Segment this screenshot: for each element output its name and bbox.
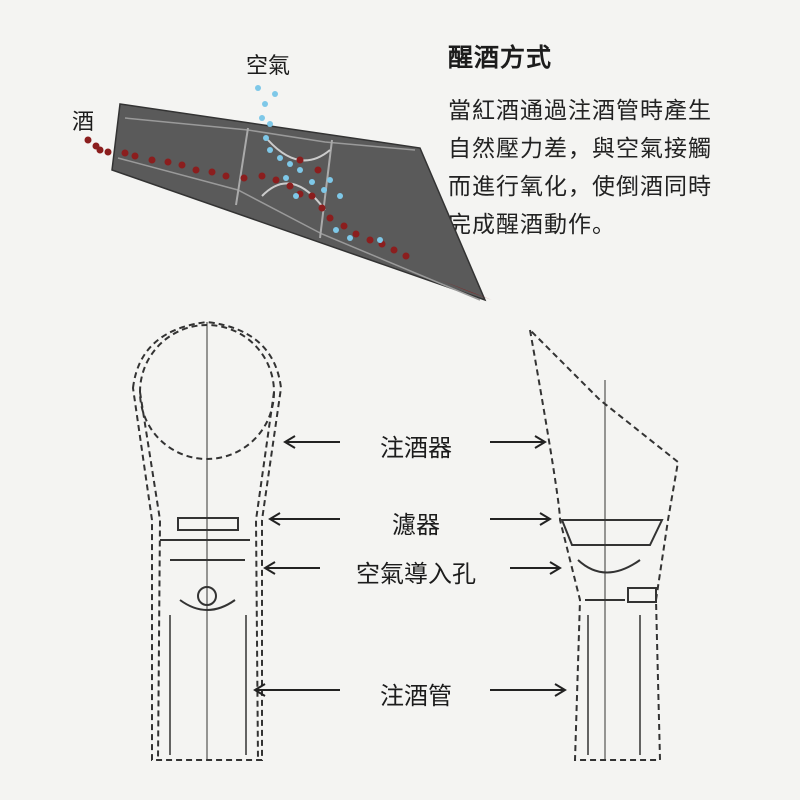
arrow-right-filter xyxy=(490,512,552,526)
pour-tip xyxy=(440,280,492,300)
wine-drop xyxy=(402,252,410,260)
inner-channel-line xyxy=(117,157,481,301)
wine-drop xyxy=(121,149,129,157)
description-text: 當紅酒通過注酒管時產生 自然壓力差，與空氣接觸 而進行氧化，使倒酒同時 完成醒酒… xyxy=(448,92,712,244)
air-bubble xyxy=(267,121,273,127)
air-bubble xyxy=(333,227,339,233)
air-bubble xyxy=(337,193,343,199)
wine-label: 酒 xyxy=(72,110,95,135)
wine-drop xyxy=(308,192,316,200)
partition-line xyxy=(235,127,249,206)
arrow-left-airhole xyxy=(263,561,320,575)
description-line: 完成醒酒動作。 xyxy=(448,212,616,238)
air-bubble xyxy=(263,135,269,141)
air-bubble xyxy=(293,193,299,199)
wine-drop xyxy=(326,214,334,222)
wine-drop xyxy=(390,246,398,254)
wine-drop xyxy=(240,174,248,182)
air-bubble xyxy=(255,85,261,91)
wine-drop xyxy=(192,166,200,174)
air-bubble xyxy=(277,155,283,161)
wine-drop xyxy=(318,204,326,212)
part-label-tube: 注酒管 xyxy=(380,682,452,710)
wine-drop xyxy=(314,166,322,174)
wine-drop xyxy=(148,156,156,164)
diagram-title: 醒酒方式 xyxy=(448,43,553,72)
wine-drop xyxy=(272,176,280,184)
part-label-filter: 濾器 xyxy=(392,511,440,539)
air-bubble xyxy=(283,175,289,181)
part-label-air-hole: 空氣導入孔 xyxy=(356,560,476,588)
arrow-right-airhole xyxy=(510,561,562,575)
arrow-left-tube xyxy=(253,683,340,697)
arrow-left-pourer xyxy=(283,435,340,449)
air-bubble xyxy=(259,115,265,121)
wine-drop xyxy=(296,156,304,164)
wine-drop xyxy=(208,168,216,176)
air-bubble xyxy=(377,237,383,243)
wine-drop xyxy=(258,172,266,180)
air-bubble xyxy=(309,179,315,185)
air-label: 空氣 xyxy=(246,54,291,79)
front-view xyxy=(131,320,283,761)
part-label-pourer: 注酒器 xyxy=(380,434,452,462)
wine-drop xyxy=(178,161,186,169)
wine-drop xyxy=(84,136,92,144)
wine-drop xyxy=(366,236,374,244)
arrow-left-filter xyxy=(268,512,340,526)
wine-drops xyxy=(84,136,410,260)
arrow-right-tube xyxy=(490,683,567,697)
air-bubble xyxy=(321,187,327,193)
label-arrows xyxy=(253,435,567,697)
wine-drop xyxy=(222,172,230,180)
description-line: 自然壓力差，與空氣接觸 xyxy=(448,136,712,162)
air-bubble xyxy=(287,161,293,167)
air-bubble xyxy=(347,235,353,241)
side-view xyxy=(528,327,680,761)
arrow-right-pourer xyxy=(490,435,547,449)
wine-drop xyxy=(286,182,294,190)
air-bubbles xyxy=(255,85,383,243)
description-line: 而進行氧化，使倒酒同時 xyxy=(448,174,712,200)
air-bubble xyxy=(297,167,303,173)
description-line: 當紅酒通過注酒管時產生 xyxy=(448,98,712,124)
air-bubble xyxy=(272,91,278,97)
inner-channel-line xyxy=(124,117,416,151)
wine-drop xyxy=(164,158,172,166)
wine-drop xyxy=(340,222,348,230)
air-bubble xyxy=(262,101,268,107)
wine-drop xyxy=(131,152,139,160)
wine-drop xyxy=(96,146,104,154)
air-bubble xyxy=(327,177,333,183)
wine-drop xyxy=(352,230,360,238)
air-bubble xyxy=(267,147,273,153)
cross-section-illustration xyxy=(84,85,492,302)
wine-drop xyxy=(104,148,112,156)
